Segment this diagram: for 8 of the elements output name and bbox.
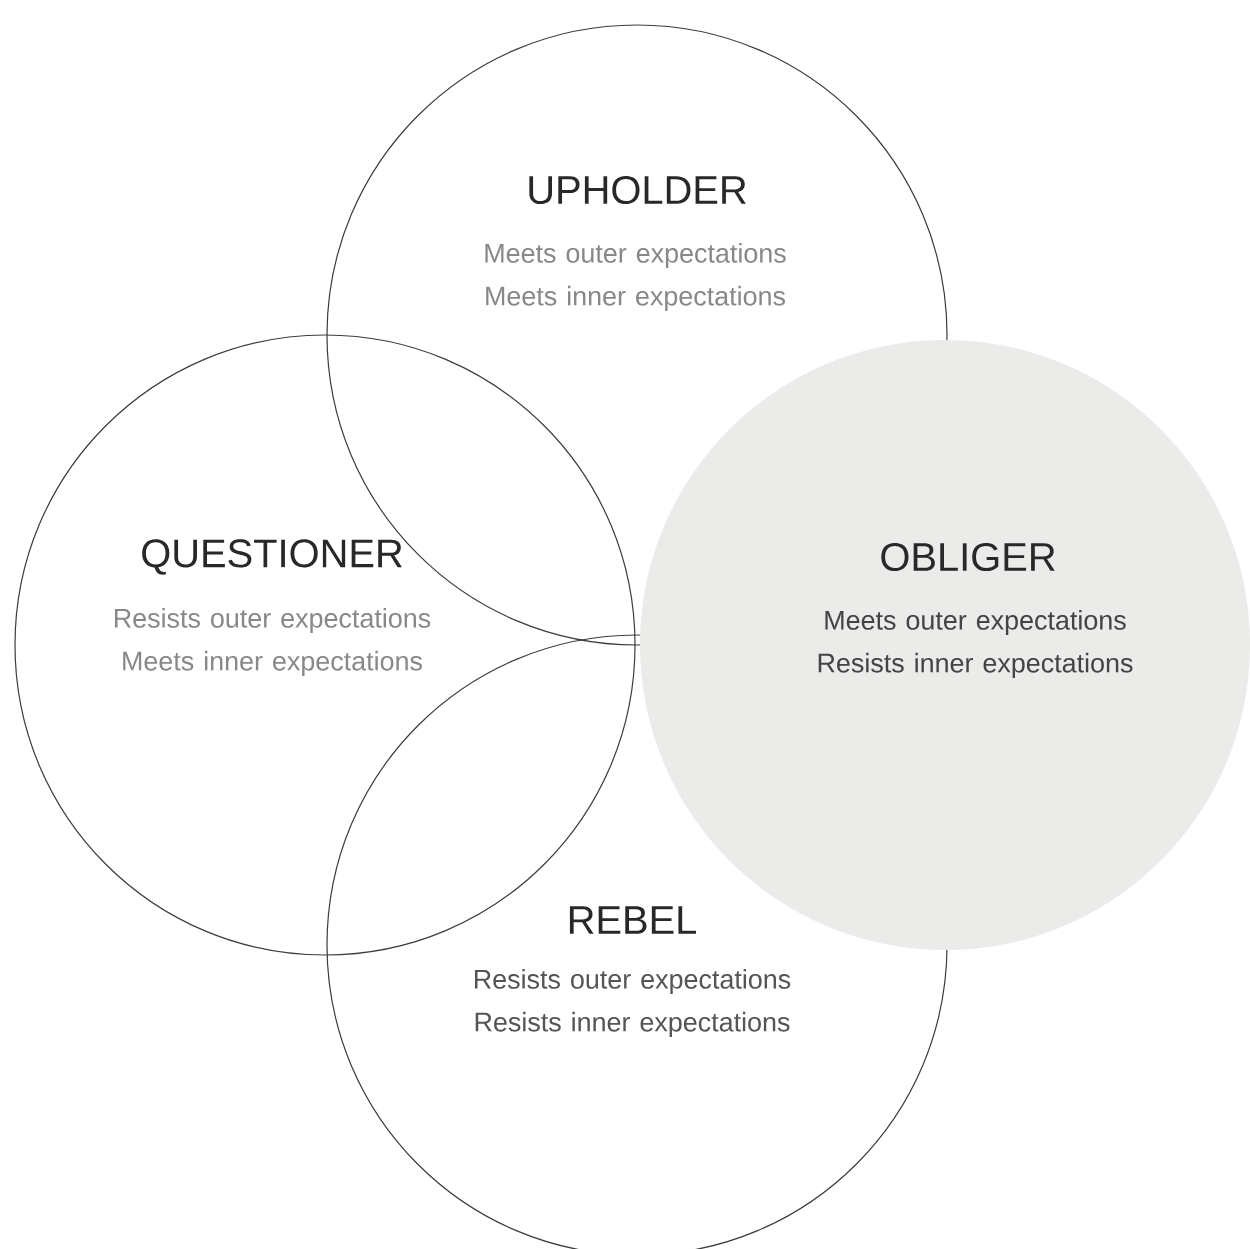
title: REBEL [569, 906, 696, 934]
description: Resists outer expectations Resists inner expectations [475, 969, 791, 1037]
title: UPHOLDER [529, 175, 746, 205]
description: Meets outer expectations Resists inner expectations [818, 610, 1133, 678]
description: Meets outer expectations Meets inner expectations [485, 243, 786, 311]
description: Resists outer expectations Meets inner expectations [114, 608, 431, 676]
title: QUESTIONER [142, 539, 402, 575]
title: OBLIGER [881, 542, 1055, 572]
